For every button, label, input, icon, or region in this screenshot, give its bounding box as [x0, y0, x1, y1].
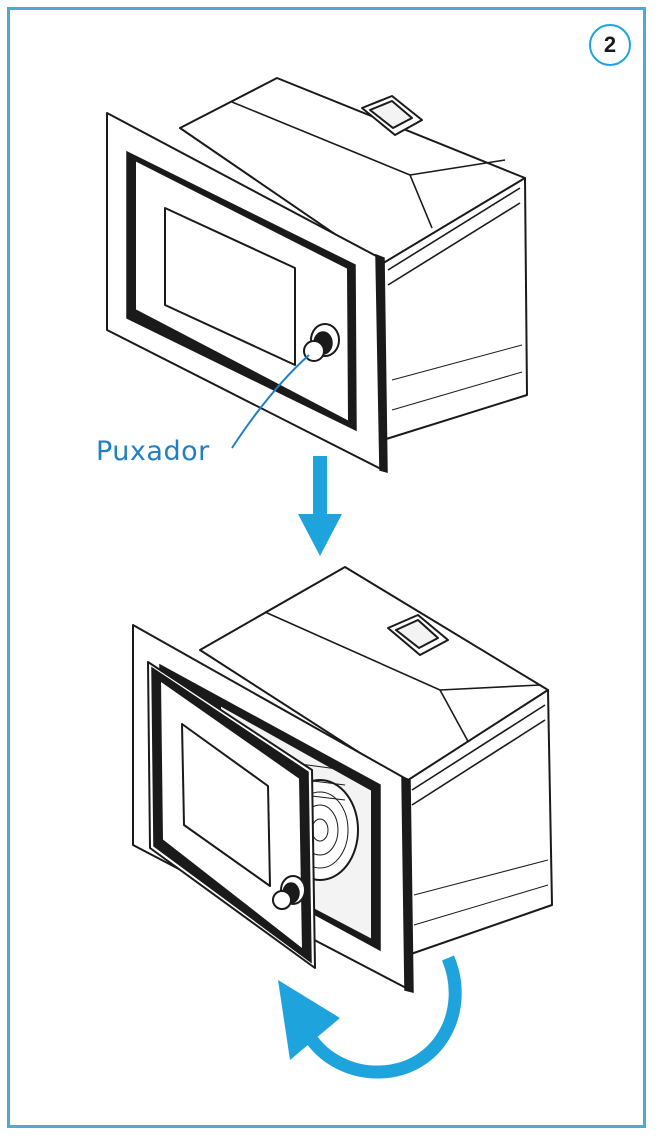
- microwave-window: [164, 207, 296, 366]
- open-door-handle-knob: [272, 875, 306, 910]
- puxador-leader-line: [231, 354, 310, 449]
- open-door-window: [181, 723, 271, 887]
- microwave-open: [132, 566, 553, 993]
- illustration-frame: [7, 7, 646, 1128]
- step-number-badge: 2: [589, 24, 631, 66]
- handle-callout-label: Puxador: [96, 436, 210, 467]
- microwave-closed: [106, 77, 528, 473]
- curved-arrow-open-icon: [278, 955, 462, 1079]
- step-number: 2: [603, 32, 617, 57]
- arrow-down-icon: [298, 456, 342, 556]
